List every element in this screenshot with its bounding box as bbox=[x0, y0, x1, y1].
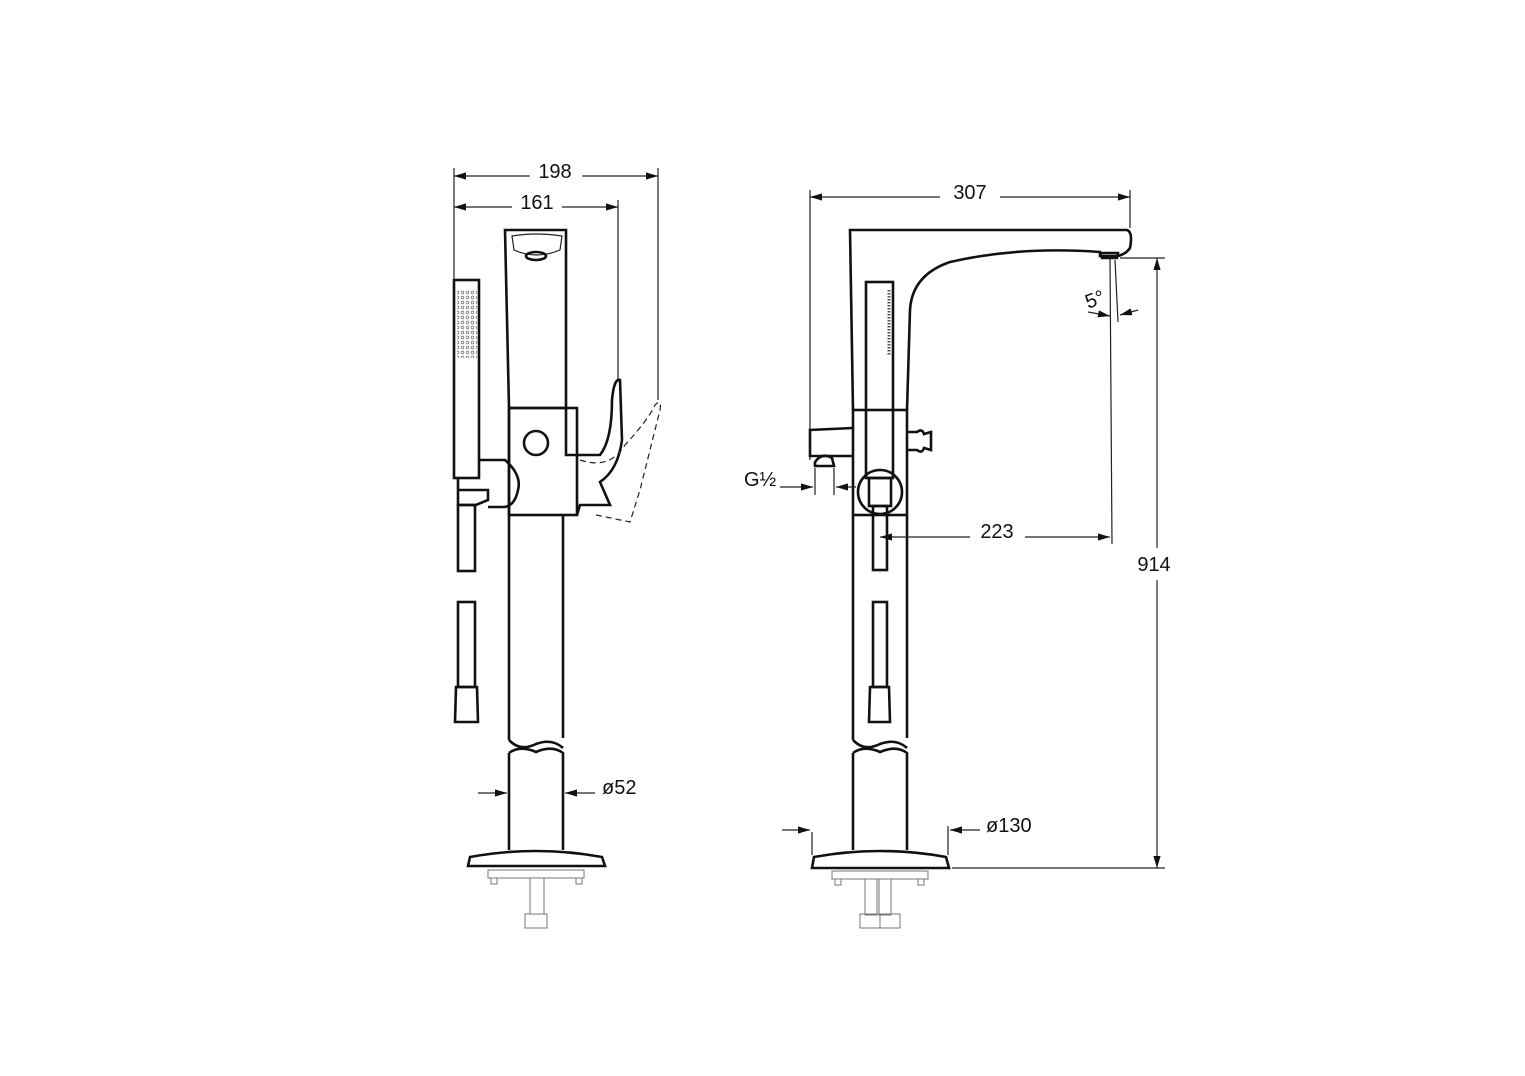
dimension-198: 198 bbox=[453, 161, 659, 400]
dimension-g-half: G½ bbox=[744, 468, 856, 495]
mixer-body bbox=[503, 228, 662, 850]
dimension-161: 161 bbox=[454, 192, 619, 380]
dimension-52: ø52 bbox=[478, 777, 636, 799]
side-view: 198 161 bbox=[452, 161, 662, 929]
dimension-914: 914 bbox=[952, 257, 1171, 869]
dim-label-161: 161 bbox=[520, 192, 553, 214]
front-view: 307 bbox=[744, 182, 1171, 929]
dim-label-307: 307 bbox=[953, 182, 986, 204]
dim-label-52: ø52 bbox=[602, 777, 636, 799]
base-plate-side bbox=[466, 849, 607, 929]
dimension-307: 307 bbox=[809, 182, 1131, 460]
dim-label-223: 223 bbox=[980, 521, 1013, 543]
dim-label-5-degree: 5° bbox=[1082, 286, 1107, 313]
dimension-223: 223 bbox=[880, 257, 1113, 545]
dim-label-198: 198 bbox=[538, 161, 571, 183]
hand-shower-front bbox=[856, 280, 904, 724]
spout-column bbox=[808, 228, 1133, 850]
dim-label-914: 914 bbox=[1137, 554, 1170, 576]
dim-label-130: ø130 bbox=[986, 815, 1032, 837]
dimension-130: ø130 bbox=[782, 815, 1032, 855]
base-plate-front bbox=[810, 849, 951, 929]
hand-shower bbox=[452, 278, 490, 724]
dim-label-g-half: G½ bbox=[744, 469, 777, 491]
